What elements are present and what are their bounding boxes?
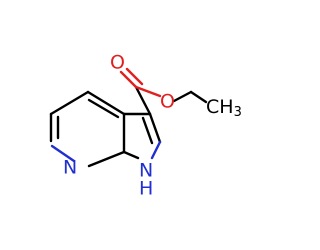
bond-carbonyl-o-double-a: [119, 70, 138, 89]
atom-label-n6: N: [63, 157, 77, 179]
atom-label-h: H: [139, 178, 153, 200]
atom-label-ch3: CH3: [206, 96, 242, 120]
molecule-diagram: N N H O O CH3: [49, 52, 242, 200]
bond-o-ch2: [172, 90, 193, 103]
bond-c7-n6: [87, 150, 126, 168]
bond-c3-c2-double: [141, 116, 154, 145]
bond-ch2-ch3: [189, 90, 208, 104]
bond-c3a-c7a-double: [87, 98, 120, 119]
bond-carbonyl-o-ether: [134, 85, 162, 98]
atom-label-nh: N: [139, 160, 153, 182]
bond-c3a-c7a: [86, 90, 126, 116]
atom-label-o-ether: O: [160, 91, 175, 113]
bond-c2-nh: [150, 140, 162, 160]
bond-c4-c3a: [49, 90, 90, 116]
atom-label-ch3-subscript: 3: [234, 105, 242, 120]
bond-c3-carbonyl: [134, 85, 152, 116]
bond-carbonyl-o-double-b: [125, 67, 144, 86]
bond-n6-c5: [50, 144, 76, 163]
atom-label-ch3-main: CH: [206, 96, 234, 118]
atom-label-o-carbonyl: O: [110, 52, 125, 74]
bond-c7-c7b: [122, 150, 140, 160]
bond-c3-c2: [148, 112, 162, 144]
